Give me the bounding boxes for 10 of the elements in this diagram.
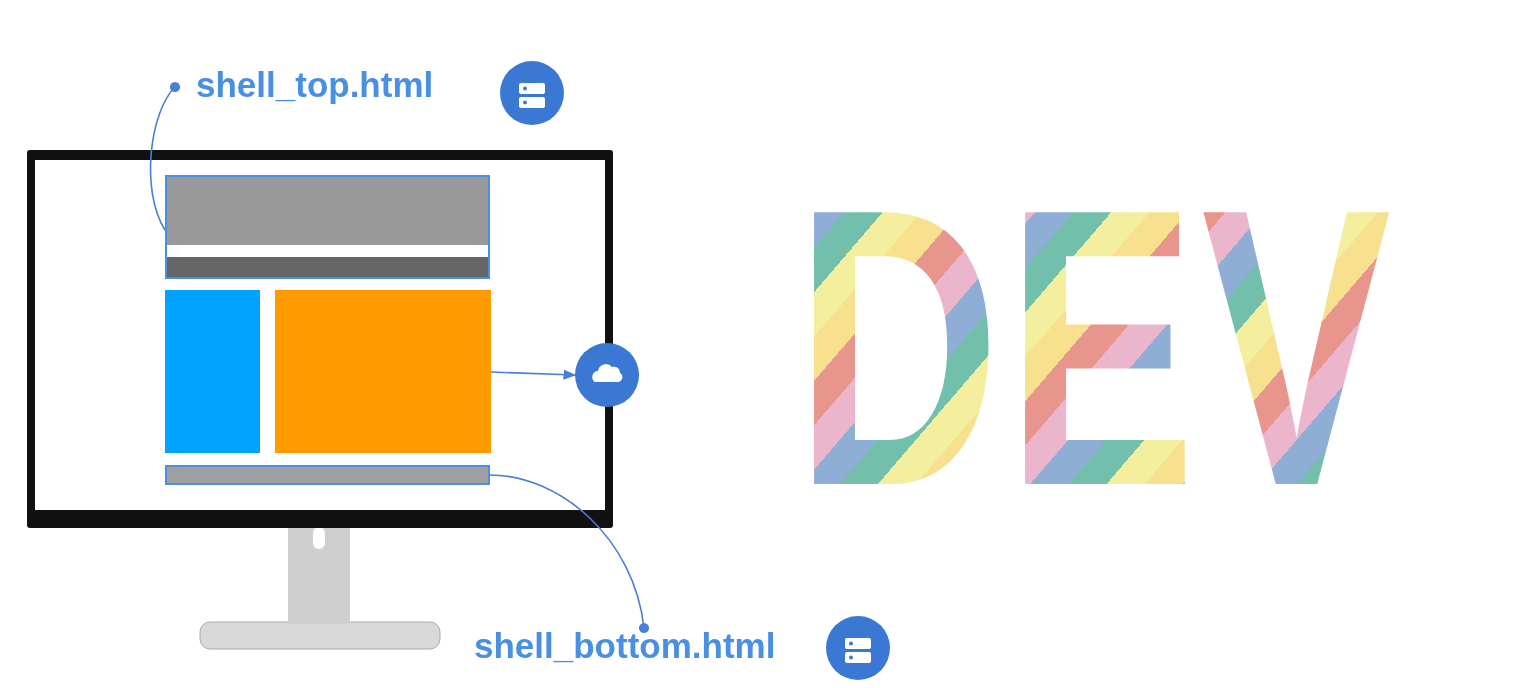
- leader-line: [149, 81, 181, 231]
- content-panel: [275, 290, 491, 453]
- footer-bar: [165, 465, 490, 485]
- header-region: [165, 175, 490, 279]
- arrow: [490, 369, 577, 380]
- content-panel: [165, 290, 260, 453]
- leader-line: [489, 474, 650, 634]
- file-name: shell_bottom.html: [474, 628, 777, 663]
- cloud-icon: [575, 343, 639, 407]
- file-name: shell_top.html: [196, 67, 435, 102]
